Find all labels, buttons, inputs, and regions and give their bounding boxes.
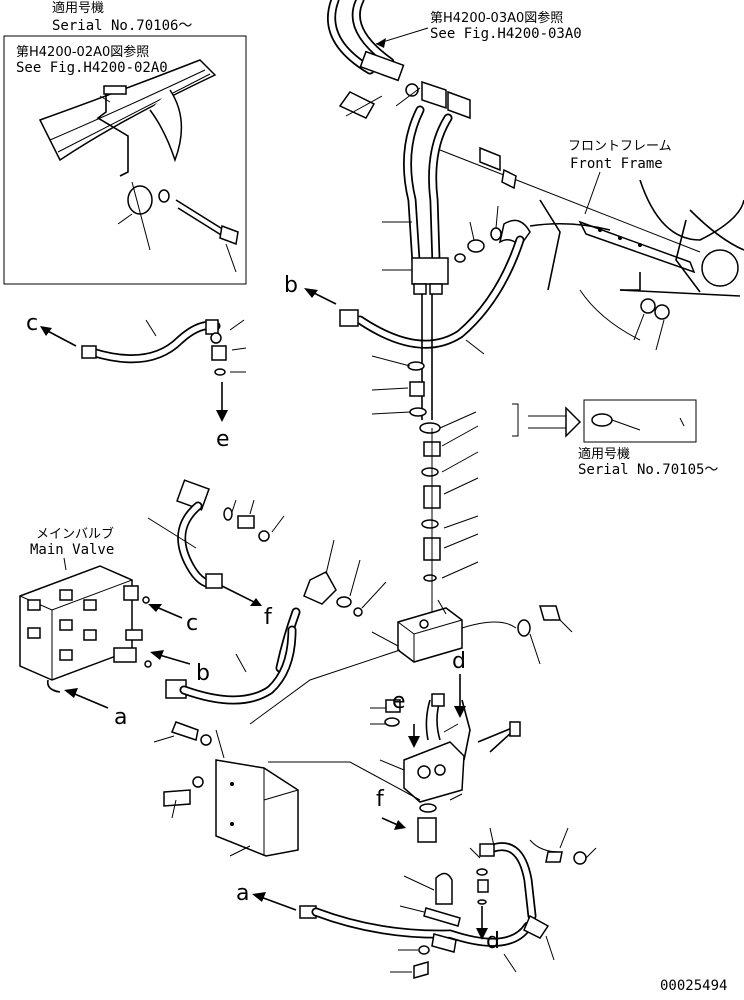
connection-d-bottom: d	[486, 929, 500, 954]
secondary-valve: e f	[268, 689, 521, 843]
connection-f-mid: f	[376, 787, 385, 812]
inset-ref-jp: 第H4200-02A0図参照	[16, 44, 149, 60]
bolt-head	[219, 224, 239, 246]
connection-d-top: d	[452, 649, 466, 674]
front-frame: フロントフレーム Front Frame	[439, 139, 744, 351]
connection-c-left: c	[26, 311, 38, 336]
connection-a-bottom: a	[236, 881, 249, 906]
hose-c: c e	[26, 311, 247, 452]
mounting-plate	[153, 721, 299, 857]
main-valve-connections: c b a	[64, 604, 210, 730]
elbow-f	[275, 539, 387, 673]
hose-f: f	[147, 479, 285, 630]
top-ref-jp: 第H4200-03A0図参照	[430, 10, 563, 26]
upper-hoses	[327, 0, 471, 295]
center-stack	[371, 294, 582, 612]
connection-b-valve: b	[196, 661, 210, 686]
inset-serial-70105: 適用号機 Serial No.70105～	[578, 399, 718, 478]
connection-e-mid: e	[392, 689, 406, 714]
frame-beam	[38, 59, 217, 162]
hose-b-bottom	[165, 625, 297, 705]
connection-a-valve: a	[114, 705, 127, 730]
connection-e-left: e	[216, 427, 230, 452]
connection-b-top: b	[284, 273, 298, 298]
front-frame-jp: フロントフレーム	[568, 139, 672, 154]
top-ref-en: See Fig.H4200-03A0	[430, 26, 582, 42]
drawing-number: 00025494	[660, 978, 727, 994]
hose-a-bottom: a d	[236, 827, 597, 979]
inset-serial-text: Serial No.70106～	[52, 18, 192, 34]
hose-b-loop: b	[284, 235, 525, 355]
inset-frame	[3, 35, 247, 285]
inset-applicability-label: 適用号機	[52, 0, 104, 16]
distribution-block: d	[249, 599, 573, 725]
bolt-shank	[175, 199, 227, 239]
main-valve-jp: メインバルブ	[36, 526, 114, 542]
valve-body	[19, 565, 133, 681]
frame-bar	[578, 220, 696, 274]
front-frame-en: Front Frame	[570, 156, 663, 172]
inset-ref-en: See Fig.H4200-02A0	[16, 60, 168, 76]
connection-f-left: f	[264, 605, 273, 630]
right-inset-applicability: 適用号機	[578, 446, 630, 462]
inset-serial-70106: 適用号機 Serial No.70106～ 第H4200-02A0図参照 See…	[3, 0, 247, 285]
connection-c-valve: c	[186, 611, 198, 636]
right-inset-frame	[583, 399, 697, 443]
right-inset-serial: Serial No.70105～	[578, 462, 718, 478]
washer	[158, 189, 170, 203]
main-valve-en: Main Valve	[30, 542, 114, 558]
spacer	[127, 185, 153, 215]
junction-block	[411, 257, 449, 285]
bracket	[96, 88, 129, 177]
main-valve: メインバルブ Main Valve	[19, 526, 152, 693]
